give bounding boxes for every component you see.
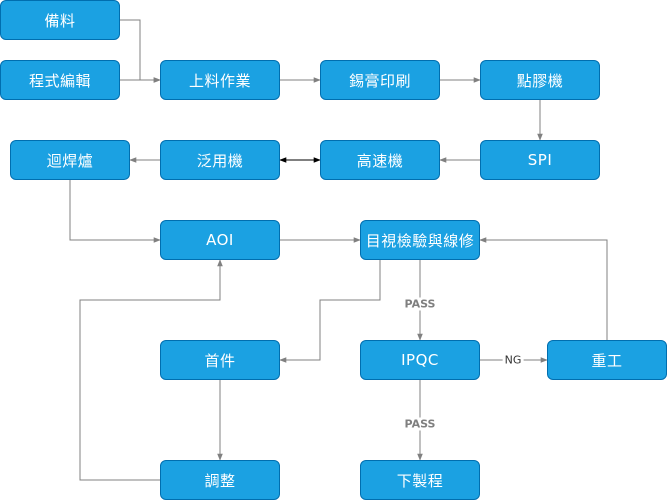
node-next-process: 下製程: [360, 460, 480, 500]
node-high-speed: 高速機: [320, 140, 440, 180]
node-rework: 重工: [547, 340, 667, 380]
node-ipqc: IPQC: [360, 340, 480, 380]
node-programming: 程式編輯: [0, 60, 120, 100]
edge-label-pass-2: PASS: [402, 417, 438, 431]
edge-rework-visual: [479, 237, 608, 340]
node-visual-inspection: 目視檢驗與線修: [360, 220, 480, 260]
edge-reflow-aoi: [69, 180, 161, 243]
node-materials: 備料: [0, 0, 120, 40]
edge-adjust-aoi: [79, 259, 223, 481]
node-adjust: 調整: [160, 460, 280, 500]
node-reflow: 迴焊爐: [10, 140, 130, 180]
edge-materials-loading: [120, 19, 161, 83]
node-first-article: 首件: [160, 340, 280, 380]
edge-label-ng: NG: [502, 353, 524, 367]
edge-visual-first: [279, 260, 381, 363]
node-glue: 點膠機: [480, 60, 600, 100]
node-spi: SPI: [480, 140, 600, 180]
node-solder-print: 錫膏印刷: [320, 60, 440, 100]
node-loading: 上料作業: [160, 60, 280, 100]
edge-label-pass-1: PASS: [402, 297, 438, 311]
node-aoi: AOI: [160, 220, 280, 260]
node-general: 泛用機: [160, 140, 280, 180]
